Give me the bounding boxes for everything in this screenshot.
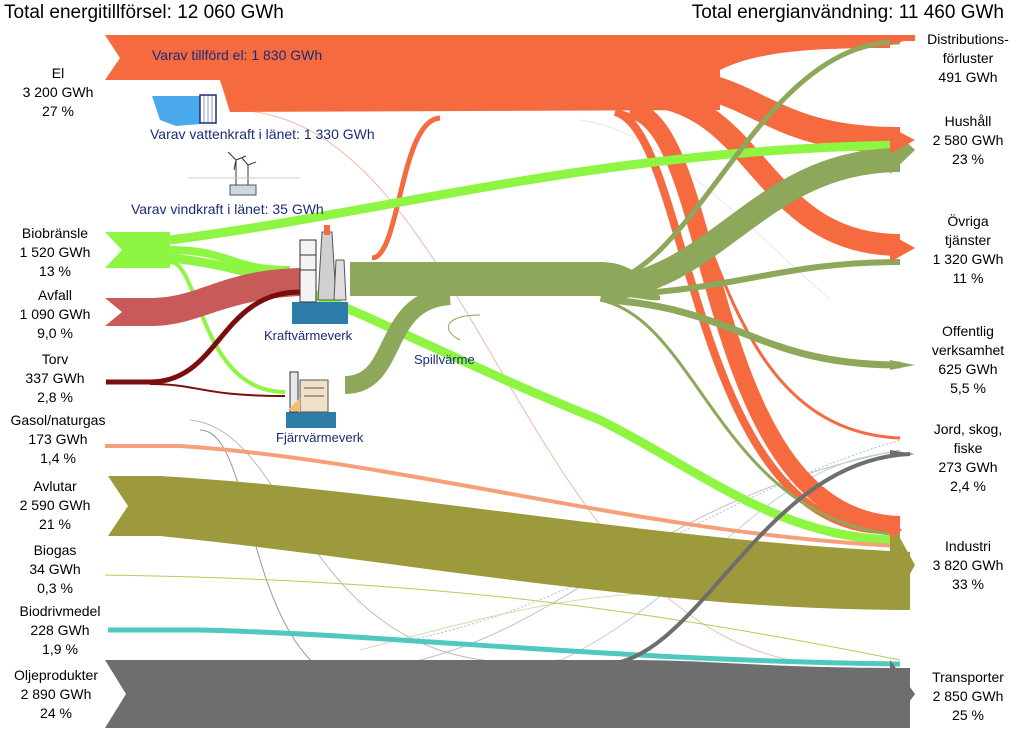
flow-torv-kraft	[106, 289, 301, 385]
label-spillvarme: Spillvärme	[414, 352, 475, 367]
power-plant-icon	[292, 225, 348, 324]
flow-heat-distr	[599, 39, 901, 288]
heating-plant-icon	[286, 371, 336, 428]
flow-gasol-industri	[105, 444, 901, 548]
flow-thin-1	[189, 419, 561, 663]
label-fjarrvarmeverk: Fjärrvärmeverk	[276, 430, 364, 445]
arrow-industri	[890, 520, 915, 610]
arrow-transporter	[890, 660, 915, 728]
flow-el-to-industri	[627, 101, 901, 534]
flow-olja-jord	[599, 452, 911, 667]
flow-bio-hushall	[169, 140, 901, 245]
flow-bio-input	[105, 232, 170, 268]
note-el-supplied: Varav tillförd el: 1 830 GWh	[152, 47, 323, 63]
flow-avfall-input	[105, 268, 300, 326]
flow-el-to-ovriga	[639, 84, 901, 256]
note-hydro: Varav vattenkraft i länet: 1 330 GWh	[150, 126, 375, 142]
arrow-jord	[890, 450, 915, 458]
flow-heat-industri	[599, 298, 901, 537]
flow-heat-main	[350, 262, 660, 301]
arrow-distr	[890, 35, 915, 45]
flow-olja-transporter	[105, 660, 910, 728]
flow-biodrivmedel	[108, 627, 901, 667]
total-use-title: Total energianvändning: 11 460 GWh	[691, 2, 1004, 23]
flow-el-to-industri-2	[613, 108, 881, 534]
hydro-power-icon	[152, 94, 217, 126]
arrow-offentlig	[890, 360, 915, 370]
flow-bio-fjarr	[169, 260, 286, 394]
flow-thin-2	[199, 429, 381, 691]
wind-turbine-icon	[188, 151, 300, 196]
flow-heat-fjarr	[344, 287, 452, 394]
flow-torv-fjarr	[149, 383, 286, 397]
flow-bio-kraft	[169, 246, 291, 274]
flow-heat-offentlig	[609, 296, 901, 369]
flow-spill	[448, 314, 481, 341]
flow-avlutar-industri	[108, 476, 910, 610]
flow-el-to-hushall	[649, 67, 901, 153]
label-kraftvarmeverk: Kraftvärmeverk	[264, 328, 353, 343]
arrow-hushall-el	[890, 127, 915, 154]
flow-heat-ovriga	[609, 259, 901, 298]
arrow-industri-top	[890, 520, 902, 540]
arrow-ovriga	[890, 234, 915, 262]
flow-thin-5	[549, 451, 901, 666]
flow-thin-3	[409, 439, 901, 641]
destination-arrows	[890, 35, 915, 728]
flow-el-to-kraft	[371, 115, 441, 261]
flow-heat-hushall	[598, 148, 901, 302]
main-flows	[104, 34, 915, 728]
note-wind: Varav vindkraft i länet: 35 GWh	[131, 201, 324, 217]
flow-biogas	[104, 574, 901, 661]
flow-el-to-offentlig	[619, 110, 901, 440]
total-supply-title: Total energitillförsel: 12 060 GWh	[4, 2, 284, 23]
